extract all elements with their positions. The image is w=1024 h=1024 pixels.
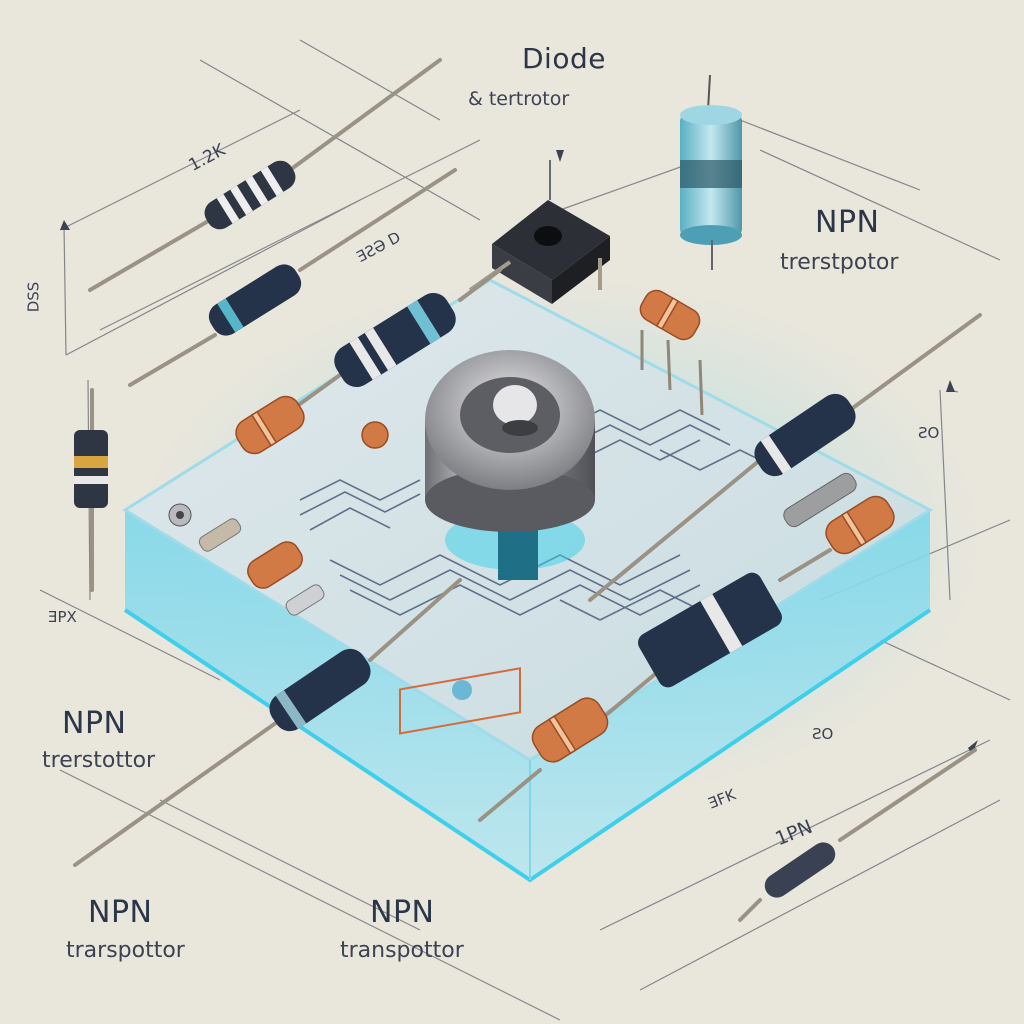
npn-bottom-left-title: NPN <box>88 895 153 930</box>
small-parts <box>168 472 857 616</box>
orange-resistors <box>235 289 895 763</box>
npn-bottom-center-title: NPN <box>370 895 435 930</box>
diode-center-right <box>638 572 782 688</box>
pcb-traces <box>299 409 781 621</box>
dim-left-low: ƎPX <box>48 608 77 626</box>
orange-resistor-legs <box>640 330 704 416</box>
npn-left-title: NPN <box>62 706 127 741</box>
diode-title: Diode <box>522 42 606 75</box>
square-transistor <box>468 160 610 304</box>
diode-subtitle: & tertrotor <box>468 88 570 110</box>
diode-right <box>754 393 856 477</box>
diode-center-left <box>334 292 456 388</box>
diode-vertical <box>74 430 108 508</box>
npn-bottom-left-subtitle: trarspottor <box>66 938 185 963</box>
central-capacitor <box>425 350 595 580</box>
resistor-top <box>204 160 296 230</box>
npn-bottom-center-subtitle: transpottor <box>340 938 464 963</box>
cylinder-capacitor <box>680 74 742 270</box>
diode-left <box>208 264 302 336</box>
npn-right-subtitle: trerstpotor <box>780 250 899 275</box>
dim-right: ƧO <box>918 424 940 442</box>
dimension-lines <box>39 39 1011 1021</box>
pcb-highlight-pad <box>399 667 521 735</box>
npn-right-title: NPN <box>815 205 880 240</box>
dimension-arrows <box>60 150 978 754</box>
diode-bottom-right <box>764 842 836 898</box>
npn-left-subtitle: trerstottor <box>42 748 156 773</box>
diode-bottom-left <box>269 648 371 732</box>
dim-bottom-right-small: ƧO <box>812 725 834 743</box>
dim-left: DSS <box>24 281 43 313</box>
